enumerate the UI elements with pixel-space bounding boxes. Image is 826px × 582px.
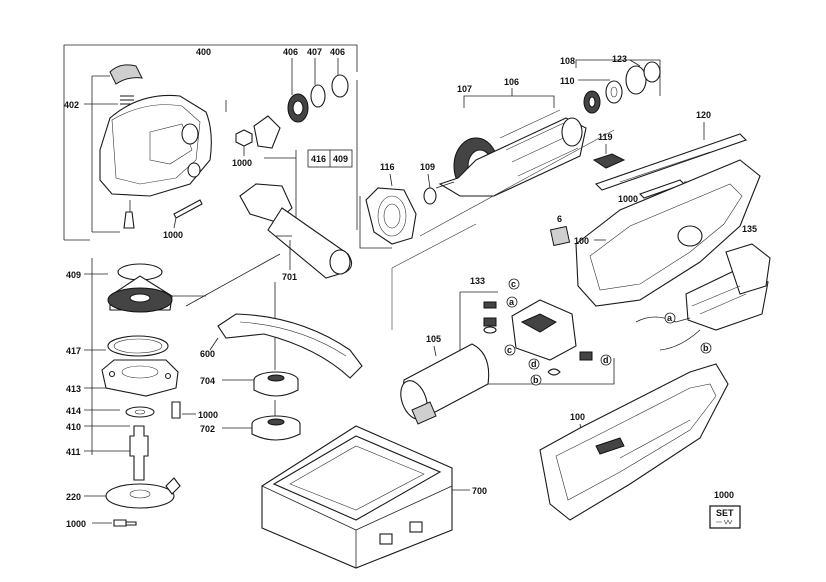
nut bbox=[235, 129, 253, 147]
label-105: 105 bbox=[426, 334, 441, 344]
label-100-bot: 100 bbox=[570, 412, 585, 422]
screw-1000-d bbox=[113, 519, 137, 527]
set-box-label: SET bbox=[716, 508, 734, 518]
label-119: 119 bbox=[598, 132, 613, 142]
label-plate-6 bbox=[549, 225, 571, 247]
wheel-guard-600 bbox=[217, 313, 363, 379]
callout-b-1: b bbox=[533, 375, 539, 385]
housing-screw bbox=[123, 211, 135, 229]
label-109: 109 bbox=[420, 162, 435, 172]
label-406b: 406 bbox=[330, 47, 345, 57]
label-123: 123 bbox=[612, 54, 627, 64]
callout-b-135: b bbox=[703, 343, 709, 353]
callout-a-1: a bbox=[509, 297, 515, 307]
plate-220 bbox=[105, 483, 175, 509]
label-701: 701 bbox=[282, 272, 297, 282]
label-120: 120 bbox=[696, 110, 711, 120]
label-110: 110 bbox=[560, 76, 575, 86]
label-413: 413 bbox=[66, 384, 81, 394]
seal-ring-417 bbox=[107, 335, 169, 357]
switch-button-119 bbox=[592, 153, 626, 169]
callout-c-2: c bbox=[507, 345, 512, 355]
washer-414 bbox=[125, 406, 155, 418]
ring-407 bbox=[310, 84, 326, 108]
label-135: 135 bbox=[742, 224, 757, 234]
lock-button bbox=[109, 64, 143, 85]
callout-a-135: a bbox=[667, 313, 673, 323]
motor-housing-100 bbox=[575, 159, 761, 307]
lock-spring bbox=[120, 95, 134, 105]
label-409-box: 409 bbox=[333, 154, 348, 164]
label-1000-screw: 1000 bbox=[198, 410, 218, 420]
callout-d-2: d bbox=[603, 355, 609, 365]
brand-logo bbox=[595, 437, 625, 455]
label-220: 220 bbox=[66, 492, 81, 502]
brush-a bbox=[483, 301, 497, 309]
armature bbox=[438, 117, 587, 197]
brush-b bbox=[483, 317, 497, 327]
callout-c-1: c bbox=[511, 279, 516, 289]
label-1000-mid: 1000 bbox=[232, 158, 252, 168]
label-700: 700 bbox=[472, 486, 487, 496]
pinion-gear bbox=[253, 115, 281, 149]
bearing-110 bbox=[605, 80, 623, 104]
label-411: 411 bbox=[66, 447, 81, 457]
label-6: 6 bbox=[557, 214, 562, 224]
label-108: 108 bbox=[560, 56, 575, 66]
gear-housing bbox=[99, 94, 212, 197]
label-116: 116 bbox=[380, 162, 395, 172]
label-1000-handle: 1000 bbox=[618, 194, 638, 204]
label-1000-top: 1000 bbox=[163, 230, 183, 240]
callout-d-1: d bbox=[531, 359, 537, 369]
bearing-cup-123 bbox=[625, 65, 647, 95]
label-600: 600 bbox=[200, 349, 215, 359]
label-409: 409 bbox=[66, 270, 81, 280]
switch-bar-120 bbox=[594, 133, 748, 191]
commutator bbox=[561, 117, 583, 147]
screw-1000-a bbox=[173, 199, 203, 219]
label-107: 107 bbox=[457, 84, 472, 94]
label-1000-bot: 1000 bbox=[66, 519, 86, 529]
label-414: 414 bbox=[66, 406, 81, 416]
washer-109 bbox=[423, 187, 437, 205]
label-402: 402 bbox=[64, 100, 79, 110]
label-407: 407 bbox=[307, 47, 322, 57]
label-416: 416 bbox=[311, 154, 326, 164]
motor-housing-100-outer bbox=[539, 363, 729, 521]
screw-1000-c bbox=[171, 401, 181, 419]
label-100-top: 100 bbox=[574, 236, 589, 246]
brush-c bbox=[579, 351, 593, 361]
label-406a: 406 bbox=[283, 47, 298, 57]
label-400: 400 bbox=[196, 47, 211, 57]
label-410: 410 bbox=[66, 422, 81, 432]
ring-406 bbox=[331, 74, 349, 98]
label-704: 704 bbox=[200, 376, 215, 386]
label-133: 133 bbox=[470, 276, 485, 286]
label-1000-set: 1000 bbox=[714, 490, 734, 500]
group-400-bracket bbox=[63, 44, 358, 241]
spindle-411 bbox=[129, 425, 149, 481]
baffle-116 bbox=[365, 187, 417, 245]
label-417: 417 bbox=[66, 346, 81, 356]
label-702: 702 bbox=[200, 424, 215, 434]
label-106: 106 bbox=[504, 77, 519, 87]
set-box bbox=[709, 505, 741, 529]
